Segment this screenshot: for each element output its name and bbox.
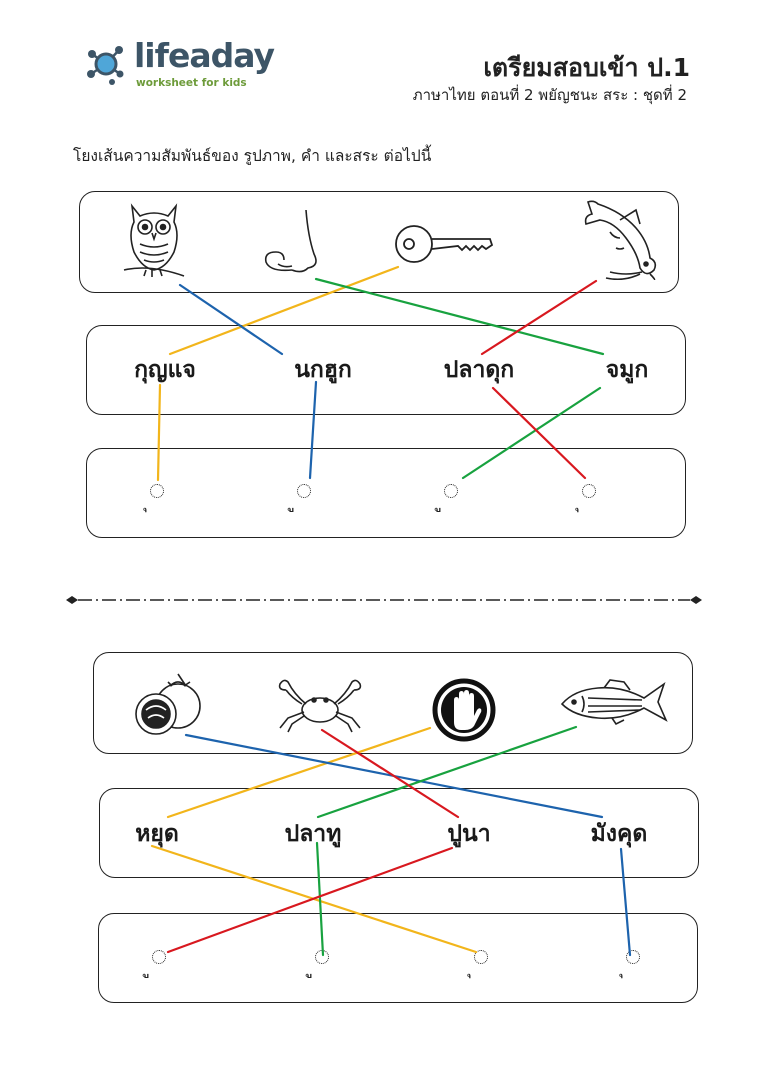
page-subtitle: ภาษาไทย ตอนที่ 2 พยัญชนะ สระ : ชุดที่ 2 — [412, 86, 687, 104]
placeholder-circle-icon — [152, 950, 166, 964]
connector-green-picture-to-word — [316, 725, 578, 819]
placeholder-circle-icon — [150, 484, 164, 498]
connector-blue-word-to-vowel — [619, 847, 632, 957]
connector-yellow-picture-to-word — [168, 265, 400, 356]
placeholder-circle-icon — [474, 950, 488, 964]
section1-vowel-0: ุ — [143, 480, 173, 520]
section2-word-0: หยุด — [135, 821, 179, 847]
logo-wordmark: lifeaday — [134, 36, 275, 75]
nose-icon — [264, 209, 317, 273]
molecule-logo-icon — [87, 46, 124, 85]
connector-red-word-to-vowel — [491, 386, 587, 480]
page-title: เตรียมสอบเข้า ป.1 — [483, 53, 690, 82]
connector-red-picture-to-word — [480, 279, 598, 356]
section1-word-3: จมูก — [605, 357, 649, 383]
section1-picture-box — [79, 191, 679, 293]
logo-word-day: day — [210, 36, 275, 75]
section1-word-0: กุญแจ — [134, 357, 196, 383]
connector-red-word-to-vowel — [166, 846, 454, 954]
section2-picture-box — [93, 652, 693, 754]
placeholder-circle-icon — [297, 484, 311, 498]
section2-word-1: ปลาทู — [284, 821, 342, 847]
placeholder-circle-icon — [626, 950, 640, 964]
instruction-text: โยงเส้นความสัมพันธ์ของ รูปภาพ, คำ และสระ… — [73, 147, 432, 165]
section2-word-2: ปูนา — [447, 821, 491, 847]
section2-vowel-box — [98, 913, 698, 1003]
section1-word-1: นกฮูก — [294, 357, 352, 383]
section1-vowel-3: ุ — [575, 480, 605, 520]
connector-yellow-word-to-vowel — [156, 383, 162, 482]
section-divider — [66, 596, 702, 604]
crab-icon — [278, 679, 362, 733]
lifeaday-logo: lifeaday worksheet for kids — [82, 36, 282, 98]
section1-vowel-1: ู — [290, 480, 320, 520]
connector-blue-picture-to-word — [178, 283, 284, 356]
section1-vowel-box — [86, 448, 686, 538]
section1-word-2: ปลาดุก — [443, 357, 515, 383]
owl-icon — [123, 203, 185, 277]
mangosteen-icon — [135, 673, 201, 735]
placeholder-circle-icon — [582, 484, 596, 498]
section2-vowel-3: ุ — [619, 946, 649, 986]
fish-icon — [560, 679, 668, 726]
section2-vowel-2: ุ — [467, 946, 497, 986]
connector-green-picture-to-word — [314, 277, 605, 356]
key-icon — [395, 225, 494, 263]
section1-word-box — [86, 325, 686, 415]
section2-word-3: มังคุด — [590, 821, 648, 847]
stop-hand-icon — [432, 678, 496, 742]
placeholder-circle-icon — [444, 484, 458, 498]
catfish-icon — [584, 200, 657, 280]
connector-blue-word-to-vowel — [308, 380, 318, 480]
connector-green-word-to-vowel — [315, 841, 325, 957]
connector-red-picture-to-word — [320, 728, 460, 819]
connector-green-word-to-vowel — [461, 386, 602, 480]
logo-word-life: lifea — [134, 36, 212, 75]
section2-vowel-0: ู — [145, 946, 175, 986]
logo-tagline: worksheet for kids — [136, 77, 247, 89]
section1-vowel-2: ู — [437, 480, 467, 520]
connector-yellow-picture-to-word — [166, 726, 432, 819]
